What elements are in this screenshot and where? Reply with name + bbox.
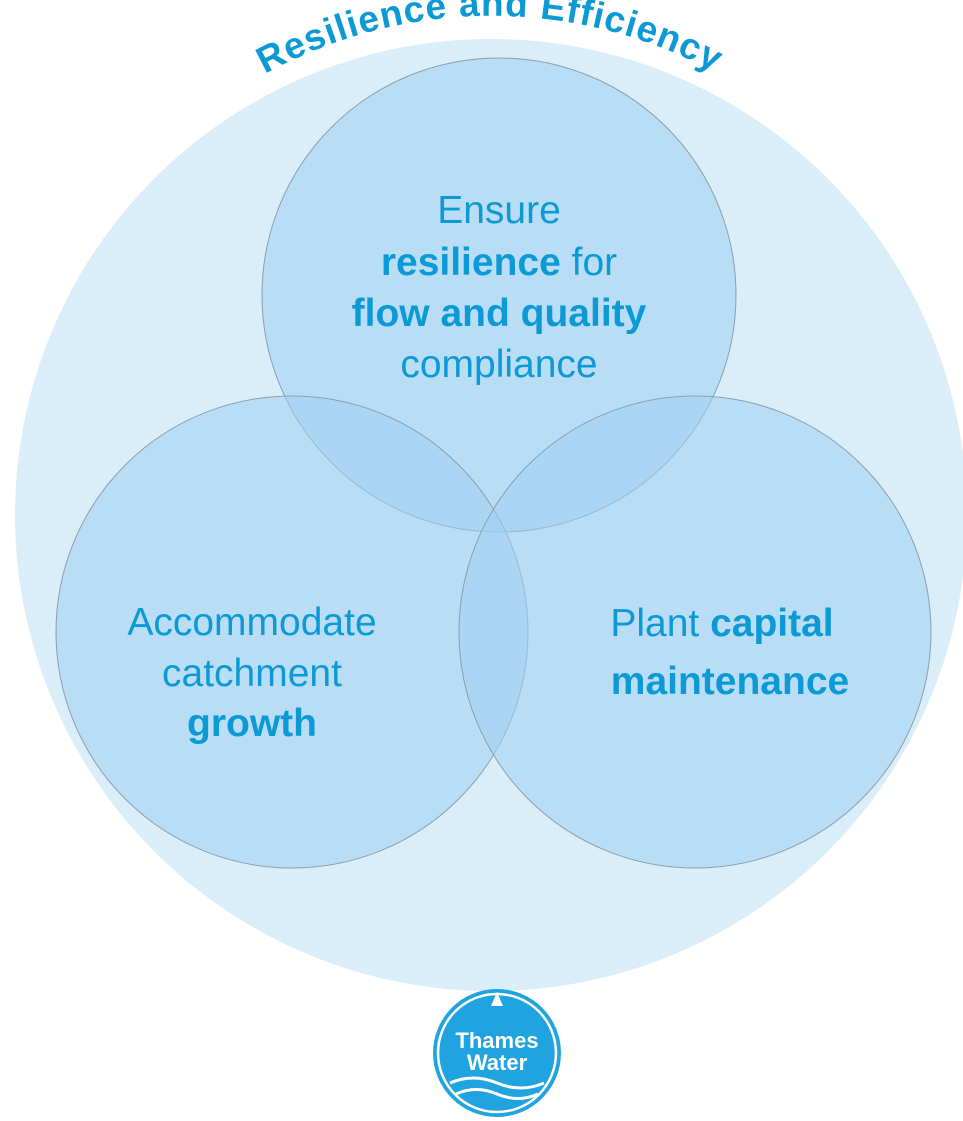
- circle-right: [458, 395, 932, 869]
- top-line-4: compliance: [400, 343, 597, 386]
- thames-water-logo: Thames Water: [433, 989, 561, 1117]
- top-line-1: Ensure: [437, 189, 561, 232]
- circle-right-label: Plant capital maintenance: [610, 602, 849, 703]
- top-line-3: flow and quality: [352, 292, 647, 335]
- logo-circle: [433, 989, 561, 1117]
- logo-wave-icon-2: [455, 1088, 539, 1100]
- right-line-2: maintenance: [611, 660, 849, 703]
- left-line-3: growth: [187, 702, 317, 745]
- right-line-1-plain: Plant: [610, 602, 710, 645]
- venn-circles: [55, 57, 932, 869]
- circle-left-label: Accommodate catchment growth: [127, 601, 376, 745]
- top-line-2: resilience for: [381, 241, 617, 284]
- right-line-1-bold: capital: [710, 602, 834, 645]
- right-line-1: Plant capital: [610, 602, 833, 645]
- logo-line-1: Thames: [455, 1028, 538, 1053]
- left-line-2: catchment: [162, 652, 342, 695]
- top-line-2-bold: resilience: [381, 241, 561, 284]
- logo-drop-icon: [491, 992, 503, 1006]
- logo-line-2: Water: [467, 1050, 528, 1075]
- top-line-2-rest: for: [561, 241, 617, 284]
- circle-top-label: Ensure resilience for flow and quality c…: [352, 189, 647, 386]
- logo-wave-icon-1: [449, 1076, 545, 1090]
- left-line-1: Accommodate: [127, 601, 376, 644]
